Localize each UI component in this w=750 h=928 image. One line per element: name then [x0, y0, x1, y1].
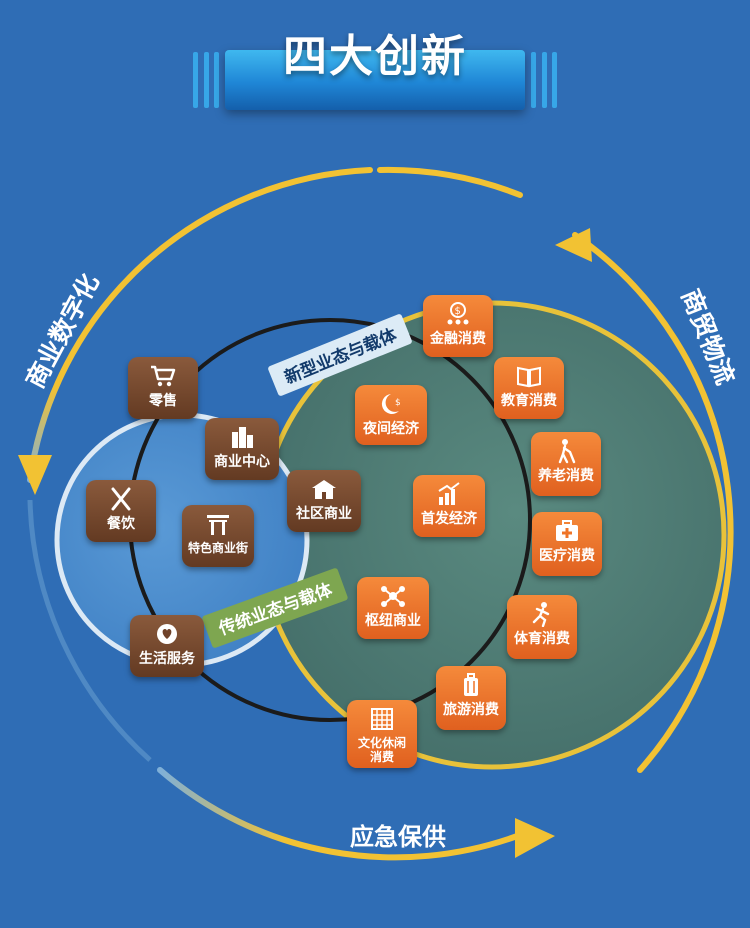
outer-ring-bottom [157, 767, 523, 861]
node-life-service: 生活服务 [130, 615, 204, 677]
luggage-icon [464, 673, 478, 696]
node-label: 商业中心 [214, 454, 270, 470]
node-finance: $ 金融消费 [423, 295, 493, 357]
chart-up-icon [438, 482, 460, 505]
grid-icon [371, 708, 393, 730]
node-medical: 医疗消费 [532, 512, 602, 576]
node-culture: 文化休闲 消费 [347, 700, 417, 768]
node-label: 夜间经济 [363, 421, 419, 437]
node-label: 旅游消费 [443, 702, 499, 718]
node-label: 养老消费 [538, 468, 594, 484]
svg-text:$: $ [395, 398, 401, 408]
node-label-line2: 消费 [369, 750, 394, 764]
node-label: 教育消费 [501, 393, 557, 409]
arrow-left-down [18, 455, 52, 495]
buildings-icon [232, 427, 253, 448]
node-retail: 零售 [128, 357, 198, 419]
medical-kit-icon [556, 520, 578, 541]
outer-label-logistics: 商贸物流 [676, 285, 740, 389]
page-title: 四大创新 [283, 31, 467, 82]
node-first-launch: 首发经济 [413, 475, 485, 537]
arrow-bottom-right [515, 818, 555, 858]
arrow-right-up [555, 228, 592, 262]
node-tourism: 旅游消费 [436, 666, 506, 730]
node-label: 体育消费 [514, 631, 570, 647]
node-night-economy: $ 夜间经济 [355, 385, 427, 445]
outer-ring-right [572, 232, 734, 773]
node-special-street: 特色商业街 [182, 505, 254, 567]
title-bar [225, 50, 525, 110]
node-label: 社区商业 [296, 506, 352, 522]
title-stripes-right [531, 52, 557, 108]
gate-icon [207, 515, 229, 535]
moon-coin-icon: $ [381, 394, 401, 414]
node-label: 餐饮 [107, 516, 135, 532]
book-icon [517, 366, 541, 388]
runner-icon [532, 602, 550, 627]
node-label: 零售 [149, 393, 177, 409]
money-people-icon: $ [447, 302, 469, 325]
elder-walk-icon [558, 439, 576, 464]
node-dining: 餐饮 [86, 480, 156, 542]
shopping-cart-icon [151, 365, 176, 387]
node-label: 医疗消费 [539, 548, 595, 564]
network-icon [381, 586, 405, 607]
heart-hand-icon [157, 624, 177, 644]
node-label: 金融消费 [430, 331, 486, 347]
node-hub-commerce: 枢纽商业 [357, 577, 429, 639]
node-elderly: 养老消费 [531, 432, 601, 496]
node-label-line1: 文化休闲 [357, 736, 406, 750]
node-label: 特色商业街 [187, 541, 248, 555]
outer-ring-top-fade [377, 166, 523, 198]
outer-ring-left-fade [27, 499, 152, 762]
fork-knife-icon [111, 487, 131, 511]
node-label: 首发经济 [421, 511, 477, 527]
svg-text:$: $ [455, 306, 461, 317]
node-sports: 体育消费 [507, 595, 577, 659]
node-education: 教育消费 [494, 357, 564, 419]
outer-label-emergency: 应急保供 [350, 823, 446, 851]
node-community: 社区商业 [287, 470, 361, 532]
node-label: 生活服务 [139, 651, 195, 667]
node-label: 枢纽商业 [365, 613, 421, 629]
title-stripes-left [193, 52, 219, 108]
outer-ring-left [27, 167, 373, 483]
node-commercial-center: 商业中心 [205, 418, 279, 480]
house-icon [312, 480, 336, 499]
